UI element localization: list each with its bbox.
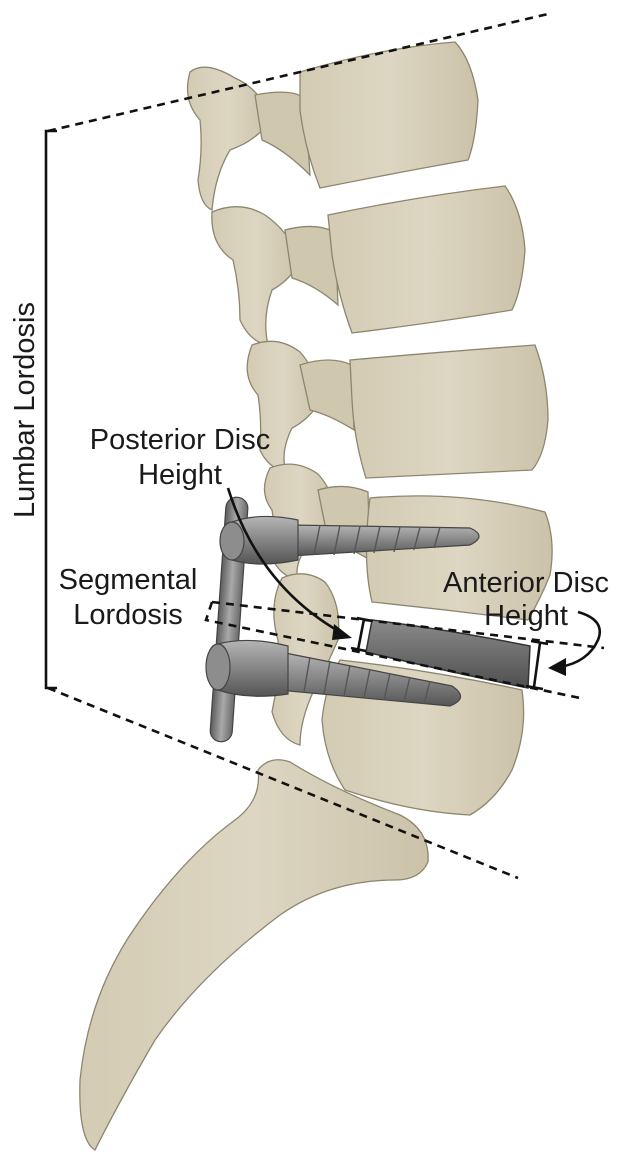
segmental-lordosis-label-line1: Segmental xyxy=(59,564,198,596)
posterior-disc-height-label-line2: Height xyxy=(138,459,222,491)
anterior-disc-height-label-line1: Anterior Disc xyxy=(443,567,609,599)
vertebra-l2 xyxy=(328,186,525,333)
anterior-disc-height-label-line2: Height xyxy=(484,600,568,632)
vertebra-l3 xyxy=(350,345,548,478)
sacrum xyxy=(80,760,428,1150)
anterior-arrow-head xyxy=(548,658,566,676)
vertebra-l1 xyxy=(300,42,478,188)
lumbar-lordosis-bracket xyxy=(46,131,57,688)
posterior-disc-height-label-line1: Posterior Disc xyxy=(90,424,271,456)
segmental-lordosis-label-line2: Lordosis xyxy=(73,599,183,631)
lumbar-lordosis-label: Lumbar Lordosis xyxy=(9,302,41,518)
posterior-arrow-head xyxy=(332,624,352,640)
